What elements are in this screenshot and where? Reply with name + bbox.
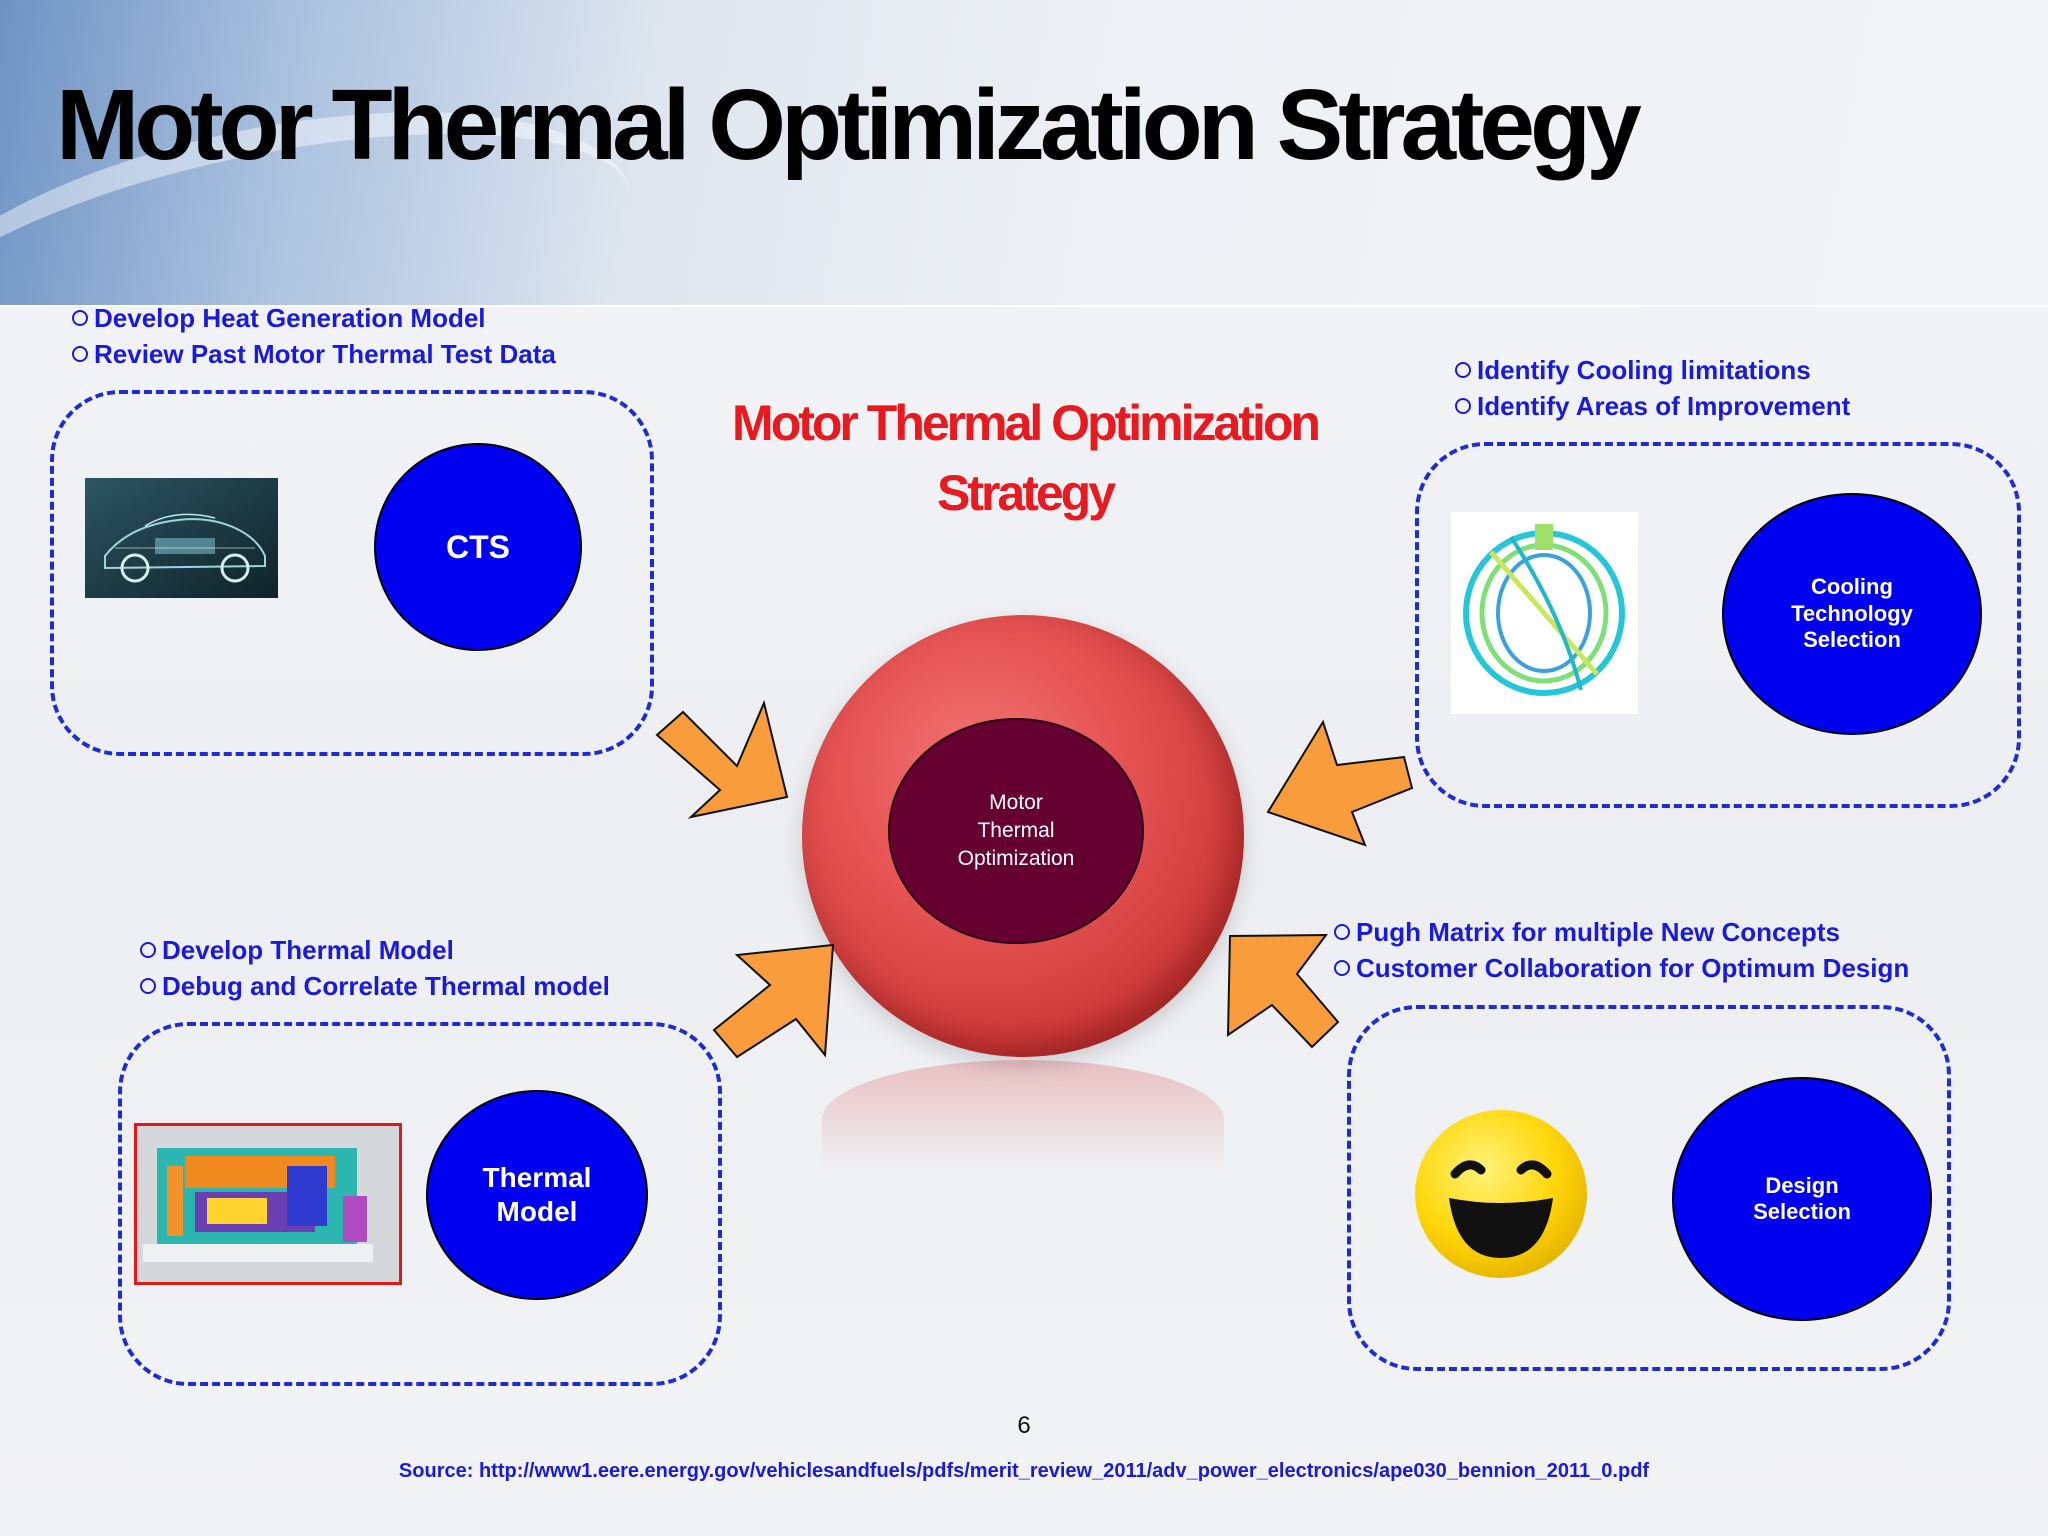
- thermal-model-circle: Thermal Model: [426, 1090, 648, 1300]
- core-label-line: Thermal: [977, 819, 1055, 842]
- circle-label-line: Model: [496, 1196, 578, 1227]
- cooling-technology-circle: Cooling Technology Selection: [1722, 493, 1982, 735]
- arrow-top-left: [655, 699, 789, 819]
- bullet-item: Pugh Matrix for multiple New Concepts: [1334, 914, 1909, 950]
- car-image: [85, 478, 278, 598]
- center-title-line: Motor Thermal Optimization: [732, 395, 1321, 451]
- source-citation: Source: http://www1.eere.energy.gov/vehi…: [398, 1460, 1650, 1482]
- arrow-top-right: [1266, 719, 1414, 847]
- circle-label-line: Thermal: [482, 1162, 592, 1194]
- core-label-line: Optimization: [957, 847, 1075, 870]
- core-label-line: Motor: [989, 791, 1043, 814]
- bullet-item: Identify Cooling limitations: [1455, 352, 1850, 388]
- header-band: [0, 0, 2048, 492]
- cts-circle-label: CTS: [446, 528, 510, 565]
- bullet-list-bottom-right: Pugh Matrix for multiple New Concepts Cu…: [1334, 914, 1909, 986]
- page-title: Motor Thermal Optimization Strategy: [56, 69, 1642, 181]
- circle-label-line: Selection: [1753, 1199, 1851, 1224]
- bullet-list-top-right: Identify Cooling limitations Identify Ar…: [1455, 352, 1850, 424]
- motor-cross-section-illustration: [137, 1126, 399, 1282]
- design-selection-label: Design Selection: [1753, 1173, 1851, 1226]
- cooling-technology-label: Cooling Technology Selection: [1791, 574, 1913, 653]
- thermal-model-label: Thermal Model: [483, 1161, 592, 1228]
- ring-reflection: [822, 1060, 1224, 1180]
- cooling-flow-image: [1451, 512, 1638, 714]
- core-label: Motor Thermal Optimization: [958, 789, 1075, 873]
- dashed-box-bottom-left: [118, 1022, 722, 1386]
- bullet-item: Identify Areas of Improvement: [1455, 388, 1850, 424]
- cts-circle: CTS: [374, 443, 582, 651]
- motor-cross-section-image: [134, 1123, 402, 1285]
- arrow-bottom-left: [712, 943, 835, 1059]
- bullet-item: Customer Collaboration for Optimum Desig…: [1334, 950, 1909, 986]
- car-illustration: [85, 478, 278, 598]
- page-number: 6: [1017, 1412, 1031, 1439]
- circle-label-line: Design: [1765, 1172, 1839, 1198]
- arrow-bottom-right: [1226, 933, 1340, 1049]
- bullet-item: Review Past Motor Thermal Test Data: [72, 336, 556, 372]
- circle-label-line: Cooling: [1811, 574, 1893, 600]
- dashed-box-top-right: [1415, 442, 2021, 808]
- dashed-box-top-left: [50, 390, 654, 756]
- bullet-list-top-left: Develop Heat Generation Model Review Pas…: [72, 300, 556, 372]
- cooling-flow-illustration: [1463, 524, 1625, 696]
- bullet-item: Develop Heat Generation Model: [72, 300, 556, 336]
- circle-label-line: Selection: [1803, 627, 1901, 653]
- bullet-list-bottom-left: Develop Thermal Model Debug and Correlat…: [140, 932, 610, 1004]
- center-title-line: Strategy: [936, 465, 1116, 521]
- design-selection-circle: Design Selection: [1672, 1077, 1932, 1321]
- optimization-core: Motor Thermal Optimization: [888, 718, 1144, 944]
- bullet-item: Debug and Correlate Thermal model: [140, 968, 610, 1004]
- center-title: Motor Thermal Optimization Strategy: [700, 388, 1350, 528]
- dashed-box-bottom-right: [1347, 1005, 1951, 1371]
- circle-label-line: Technology: [1791, 600, 1913, 626]
- smiley-face-icon: [1415, 1110, 1587, 1278]
- bullet-item: Develop Thermal Model: [140, 932, 610, 968]
